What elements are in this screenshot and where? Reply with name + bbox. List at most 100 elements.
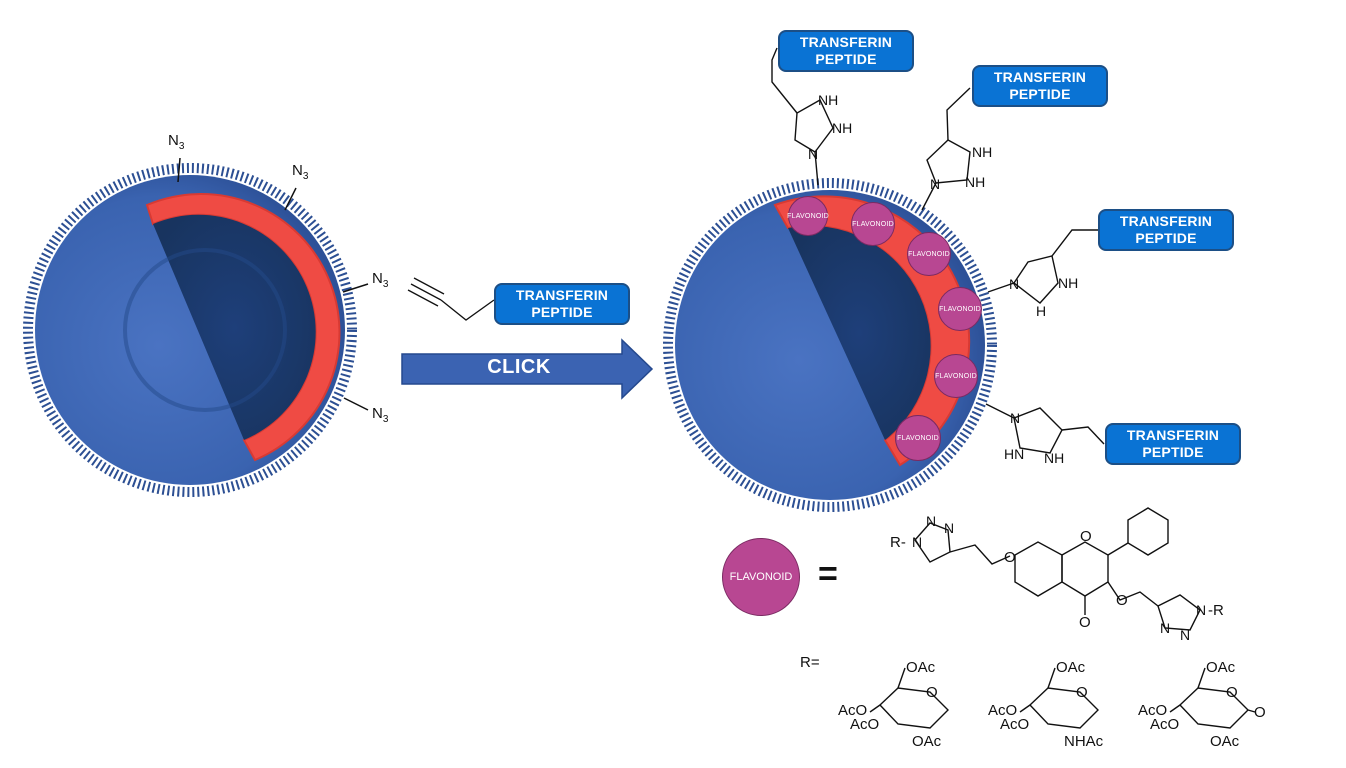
r-equals-label: R= xyxy=(800,654,820,671)
sugar-3-chain xyxy=(1247,709,1256,713)
flav-right-n2: N xyxy=(1160,620,1171,636)
t3-n: N xyxy=(1009,276,1020,292)
azide-bond-1 xyxy=(177,157,181,183)
sugar-2-c6 xyxy=(1047,667,1056,689)
t1-nh-right: NH xyxy=(832,120,853,136)
flavonoid-structure xyxy=(914,507,1201,631)
t1-n: N xyxy=(808,146,819,162)
sugar3-oac-top: OAc xyxy=(1206,659,1236,676)
sugar2-aco-1: AcO xyxy=(988,702,1018,719)
reagent-peptide-box: TRANSFERIN PEPTIDE xyxy=(494,283,630,325)
peptide-box-2: TRANSFERIN PEPTIDE xyxy=(972,65,1108,107)
left-core-ring xyxy=(123,248,287,412)
click-arrow xyxy=(401,338,654,400)
alkyne-chain xyxy=(440,299,495,321)
alkyne-bond-1 xyxy=(407,289,439,307)
peptide-line1: TRANSFERIN xyxy=(1119,213,1213,229)
peptide-box-3: TRANSFERIN PEPTIDE xyxy=(1098,209,1234,251)
click-label: CLICK xyxy=(487,356,551,378)
peptide-line2: PEPTIDE xyxy=(531,304,593,320)
sugar-structures xyxy=(869,667,1256,729)
right-liposome-fringe xyxy=(663,178,997,512)
sugar1-oac-bottom: OAc xyxy=(912,733,942,750)
peptide-line2: PEPTIDE xyxy=(1142,444,1204,460)
flav-ether-o1: O xyxy=(1004,549,1016,566)
left-inner-core xyxy=(153,214,316,440)
flav-right-linker xyxy=(1107,581,1159,607)
sugar3-aco-2: AcO xyxy=(1150,716,1180,733)
t4-linker xyxy=(1061,426,1105,445)
sugar3-ring-o: O xyxy=(1226,684,1238,701)
sugar3-aco-1: AcO xyxy=(1138,702,1168,719)
t2-linker xyxy=(946,87,971,141)
t4-anchor-bond xyxy=(985,403,1015,419)
right-inner-core xyxy=(788,225,931,440)
sugar-1 xyxy=(869,667,949,729)
triazole-linkers xyxy=(771,47,1105,454)
flav-left-linker xyxy=(949,544,1011,565)
left-liposome-fringe xyxy=(23,163,357,497)
peptide-line2: PEPTIDE xyxy=(1009,86,1071,102)
flav-ring-a xyxy=(1014,541,1063,597)
azide-bond-2 xyxy=(284,187,297,211)
left-liposome xyxy=(23,163,357,497)
sugar-2-ring xyxy=(1029,687,1099,729)
t2-anchor-bond xyxy=(921,182,937,211)
t4-ring xyxy=(1013,407,1063,454)
sugar-1-c6 xyxy=(897,667,906,689)
azide-label-2: N3 xyxy=(292,162,309,182)
sugar2-nhac: NHAc xyxy=(1064,733,1104,750)
flav-right-n1: N xyxy=(1196,602,1207,618)
peptide-line1: TRANSFERIN xyxy=(799,34,893,50)
t3-h: H xyxy=(1036,303,1047,319)
peptide-line1: TRANSFERIN xyxy=(993,69,1087,85)
flav-r-right: -R xyxy=(1208,602,1224,619)
sugar1-aco-1: AcO xyxy=(838,702,868,719)
peptide-line2: PEPTIDE xyxy=(815,51,877,67)
equals-sign: = xyxy=(818,555,838,593)
azide-bond-4 xyxy=(343,397,369,411)
azide-label-1: N3 xyxy=(168,132,185,152)
azide-label-3: N3 xyxy=(372,270,389,290)
sugar-3-subst xyxy=(1169,704,1181,713)
flavonoid-badge-2: FLAVONOID xyxy=(851,202,895,246)
right-liposome xyxy=(663,178,997,512)
flav-ether-o2: O xyxy=(1116,592,1128,609)
sugar-1-ring xyxy=(879,687,949,729)
flav-left-triazole xyxy=(914,522,951,563)
sugar1-aco-2: AcO xyxy=(850,716,880,733)
sugar3-glyco-o: O xyxy=(1254,704,1266,721)
t2-nh-top: NH xyxy=(972,144,993,160)
flav-right-triazole xyxy=(1157,594,1201,631)
sugar2-ring-o: O xyxy=(1076,684,1088,701)
t3-linker xyxy=(1051,229,1100,257)
sugar-2 xyxy=(1019,667,1099,729)
sugar1-ring-o: O xyxy=(926,684,938,701)
t1-linker xyxy=(771,47,798,114)
flavonoid-badge-6: FLAVONOID xyxy=(895,415,941,461)
peptide-line2: PEPTIDE xyxy=(1135,230,1197,246)
flav-right-n3: N xyxy=(1180,627,1191,643)
flavonoid-badge-5: FLAVONOID xyxy=(934,354,978,398)
azide-stubs xyxy=(177,157,369,411)
flav-left-n3: N xyxy=(944,520,955,536)
flav-carbonyl-o: O xyxy=(1079,614,1091,631)
t3-ring xyxy=(1013,255,1059,304)
flav-phenyl-bond xyxy=(1107,542,1129,556)
flav-ring-c xyxy=(1061,541,1109,597)
flav-ring-o: O xyxy=(1080,528,1092,545)
sugar-3 xyxy=(1169,667,1256,729)
flav-ring-b xyxy=(1127,507,1169,556)
t4-nh: NH xyxy=(1044,450,1065,466)
azide-bond-3 xyxy=(342,283,369,293)
sugar2-aco-2: AcO xyxy=(1000,716,1030,733)
sugar1-oac-top: OAc xyxy=(906,659,936,676)
flav-r-left: R- xyxy=(890,534,906,551)
t2-ring xyxy=(926,139,971,184)
alkyne-linker xyxy=(407,277,495,321)
t1-nh-top: NH xyxy=(818,92,839,108)
t1-anchor-bond xyxy=(814,151,819,186)
t3-nh: NH xyxy=(1058,275,1079,291)
t1-ring xyxy=(794,99,834,153)
t4-hn: HN xyxy=(1004,446,1025,462)
